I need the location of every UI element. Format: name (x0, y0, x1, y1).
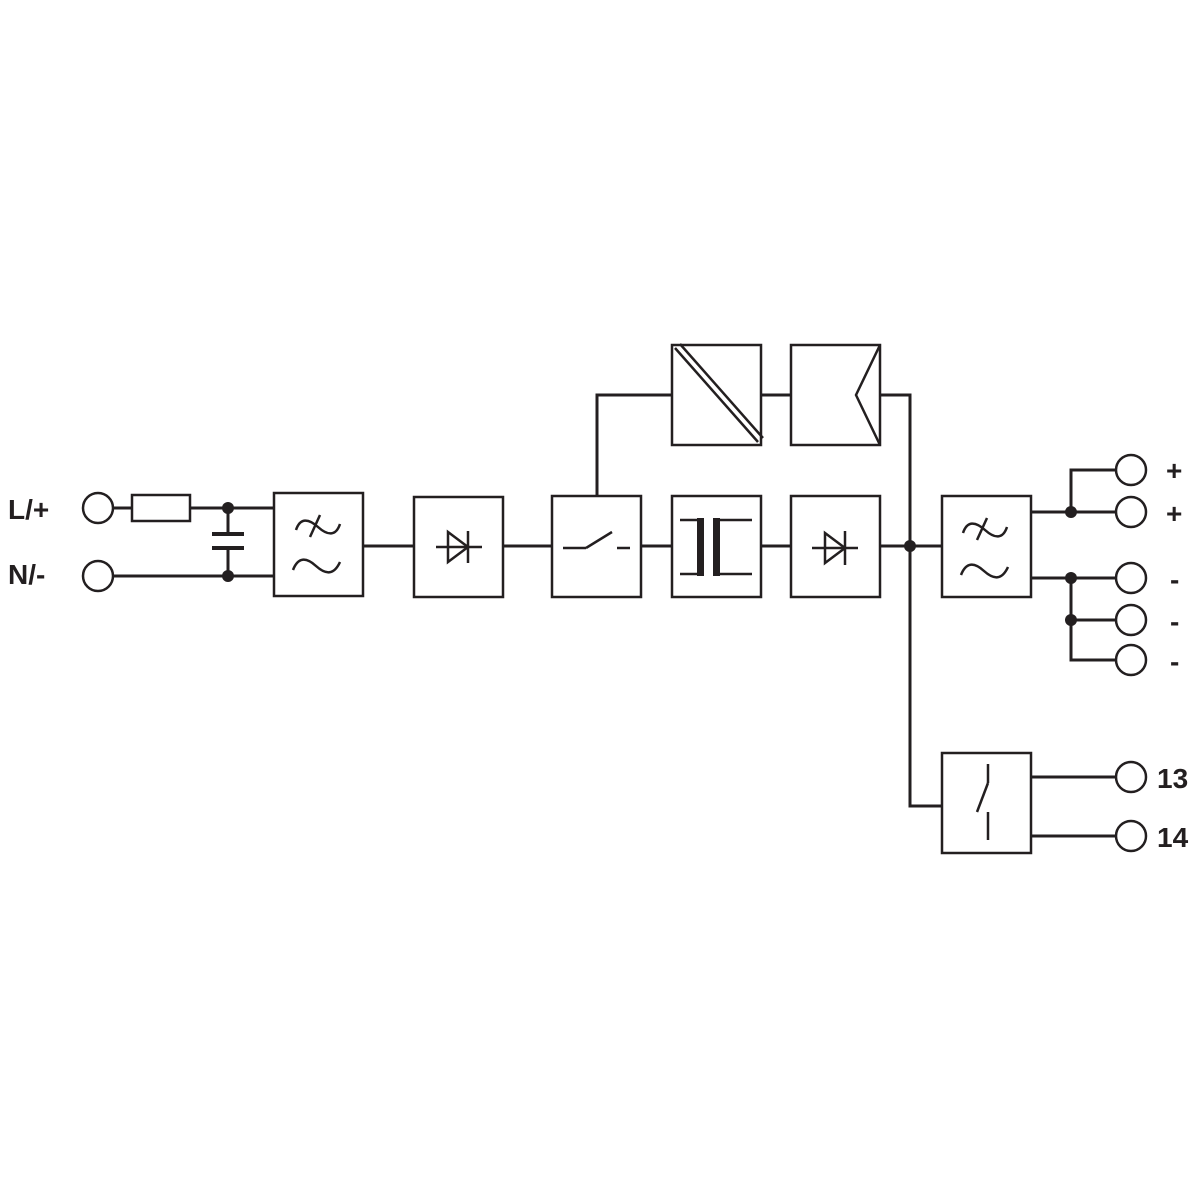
junction-dot (1065, 614, 1077, 626)
terminal-label-n: N/- (8, 559, 45, 590)
output-rectifier-block (789, 494, 882, 599)
output-filter-block (940, 494, 1033, 599)
isolation-block (670, 343, 764, 447)
output-terminal-minus (1114, 643, 1148, 677)
transformer-block (670, 494, 763, 599)
output-terminal-plus (1114, 453, 1148, 487)
controller-block (789, 343, 882, 447)
output-terminal-minus (1114, 603, 1148, 637)
junction-dot (904, 540, 916, 552)
terminal-label-plus: + (1166, 498, 1182, 529)
terminal-label-13: 13 (1157, 763, 1188, 794)
output-wiring (1031, 468, 1116, 838)
terminal-label-minus: - (1170, 646, 1179, 677)
rectifier-block (412, 495, 505, 599)
dc-ok-relay-block (940, 751, 1033, 855)
relay-terminal-14 (1114, 819, 1148, 853)
junction-dot (222, 502, 234, 514)
terminal-label-l: L/+ (8, 494, 49, 525)
input-terminal-n (81, 559, 115, 593)
relay-terminal-13 (1114, 760, 1148, 794)
fuse-symbol (130, 493, 192, 523)
terminal-label-minus: - (1170, 564, 1179, 595)
terminal-label-plus: + (1166, 455, 1182, 486)
main-wiring (363, 393, 942, 808)
terminal-label-minus: - (1170, 606, 1179, 637)
input-filter-block (272, 491, 365, 598)
output-terminal-plus (1114, 495, 1148, 529)
junction-dot (1065, 506, 1077, 518)
input-terminal-l (81, 491, 115, 525)
terminal-label-14: 14 (1157, 822, 1189, 853)
junction-dot (1065, 572, 1077, 584)
capacitor-symbol (212, 532, 244, 550)
junction-dot (222, 570, 234, 582)
switching-transistor-block (550, 494, 643, 599)
output-terminal-minus (1114, 561, 1148, 595)
